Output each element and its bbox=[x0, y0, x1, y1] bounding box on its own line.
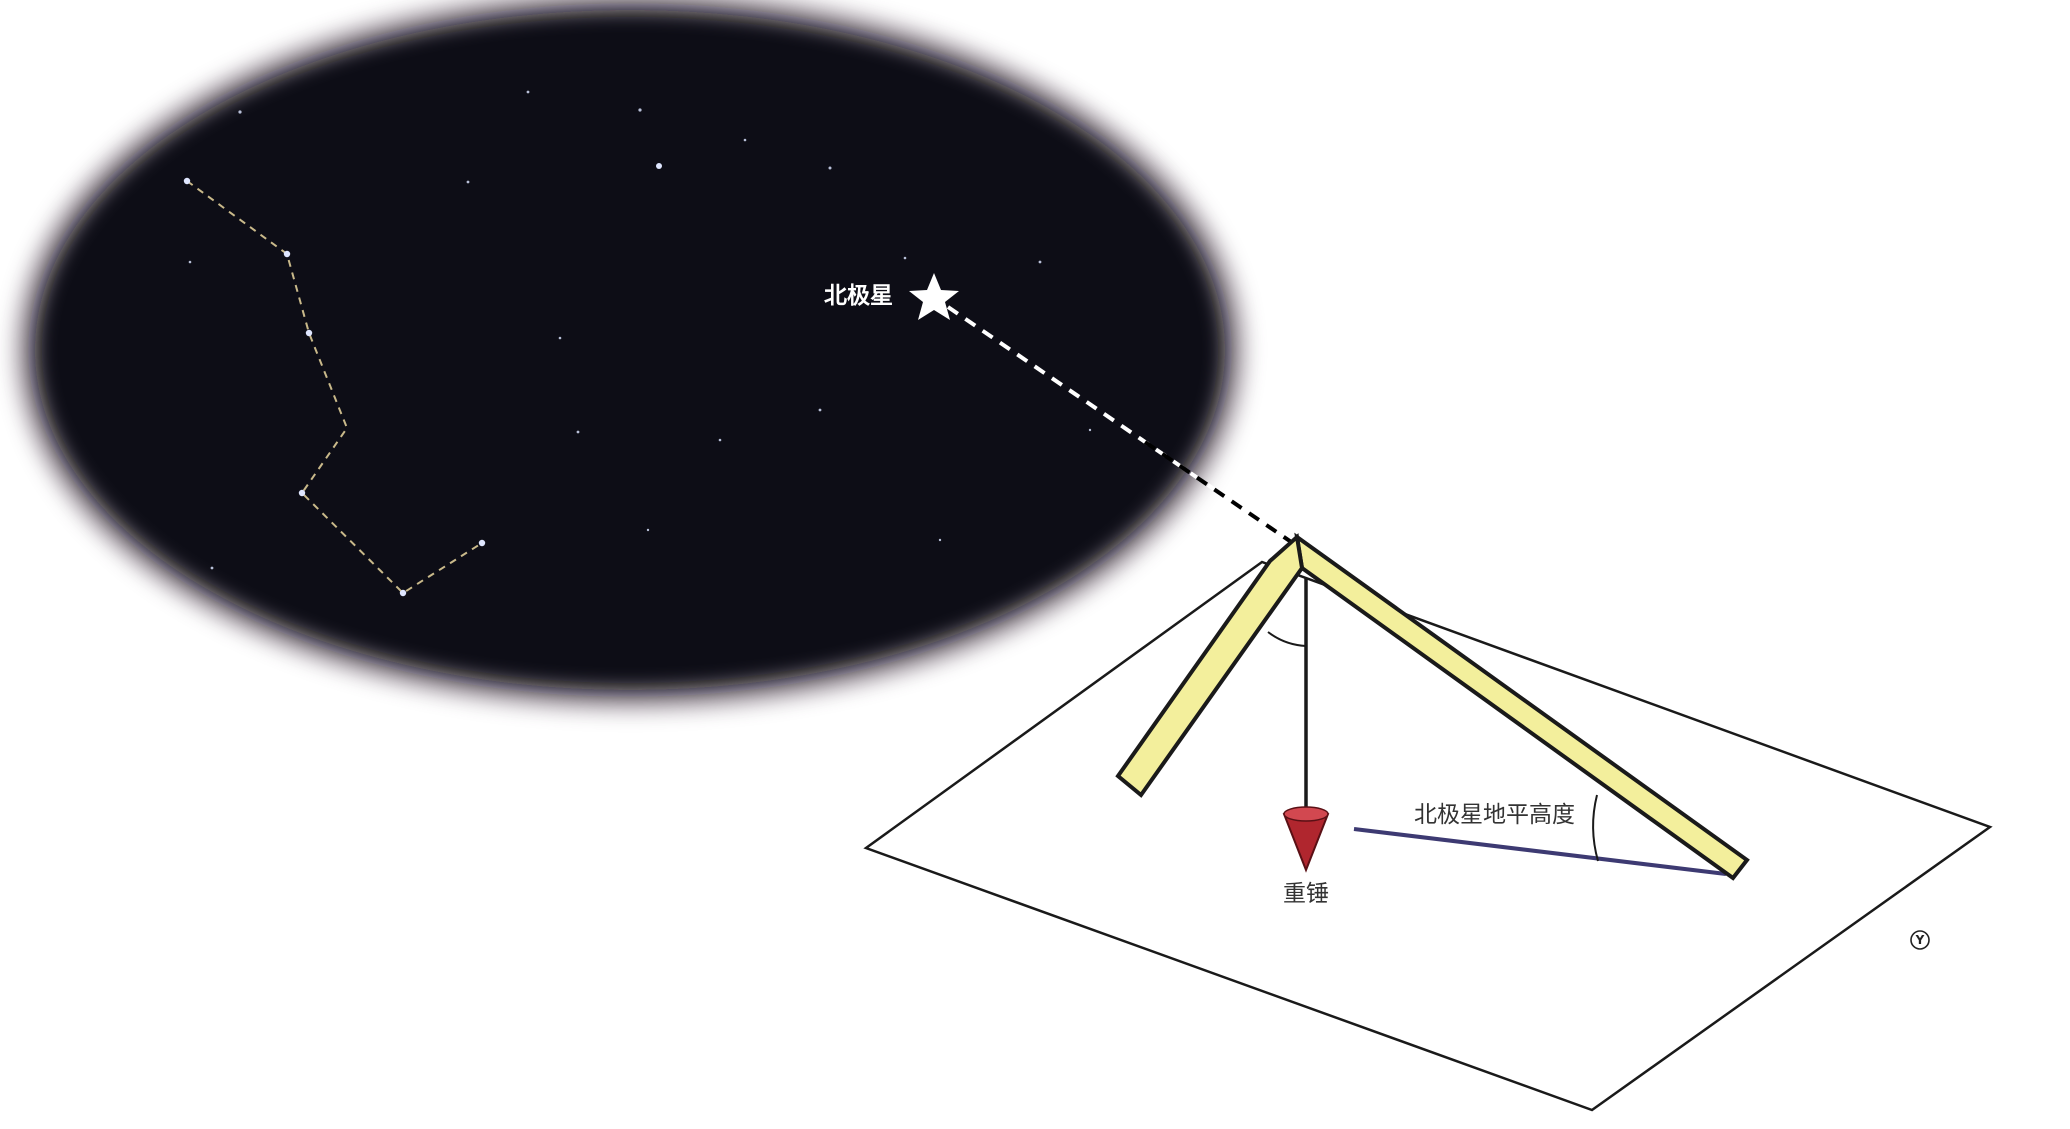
plumb-angle-arc bbox=[1267, 631, 1307, 647]
corner-mark-label: Y bbox=[1915, 933, 1925, 947]
faint-star bbox=[938, 538, 942, 542]
altitude-angle-arc bbox=[1592, 794, 1599, 862]
faint-star bbox=[238, 110, 242, 114]
sight-line-to-polaris bbox=[946, 305, 1302, 550]
faint-star bbox=[466, 180, 470, 184]
constellation-star bbox=[183, 177, 191, 185]
faint-star bbox=[1038, 260, 1042, 264]
background-stars bbox=[188, 90, 1092, 570]
faint-star bbox=[646, 528, 650, 532]
sight-line-to-polaris-lower bbox=[1143, 440, 1302, 550]
constellation-star bbox=[298, 489, 306, 497]
night-sky-ellipse bbox=[35, 10, 1225, 690]
constellation-star bbox=[656, 163, 662, 169]
faint-star bbox=[188, 260, 192, 264]
faint-star bbox=[743, 138, 747, 142]
polaris-altitude-label: 北极星地平高度 bbox=[1414, 802, 1575, 828]
constellation-star bbox=[283, 250, 291, 258]
faint-star bbox=[718, 438, 722, 442]
polaris-label: 北极星 bbox=[824, 283, 893, 309]
horizontal-line bbox=[1353, 827, 1727, 876]
constellation bbox=[183, 163, 662, 597]
faint-star bbox=[638, 108, 642, 112]
faint-star bbox=[558, 336, 562, 340]
night-sky: 北极星 bbox=[15, 0, 1245, 710]
constellation-star bbox=[478, 539, 486, 547]
faint-star bbox=[818, 408, 822, 412]
corner-mark-circle bbox=[1910, 930, 1930, 950]
star-icon bbox=[909, 273, 959, 320]
faint-star bbox=[210, 566, 214, 570]
faint-star bbox=[1088, 428, 1092, 432]
angle-ruler bbox=[1115, 532, 1750, 881]
faint-star bbox=[576, 430, 580, 434]
ruler-short-arm bbox=[1115, 533, 1305, 798]
constellation-star bbox=[305, 329, 313, 337]
faint-star bbox=[828, 166, 832, 170]
plumb-bob-icon bbox=[1282, 806, 1330, 873]
faint-star bbox=[526, 90, 530, 94]
faint-star bbox=[903, 256, 907, 260]
plumb-bob-label: 重锤 bbox=[1283, 881, 1329, 907]
constellation-star bbox=[399, 589, 407, 597]
